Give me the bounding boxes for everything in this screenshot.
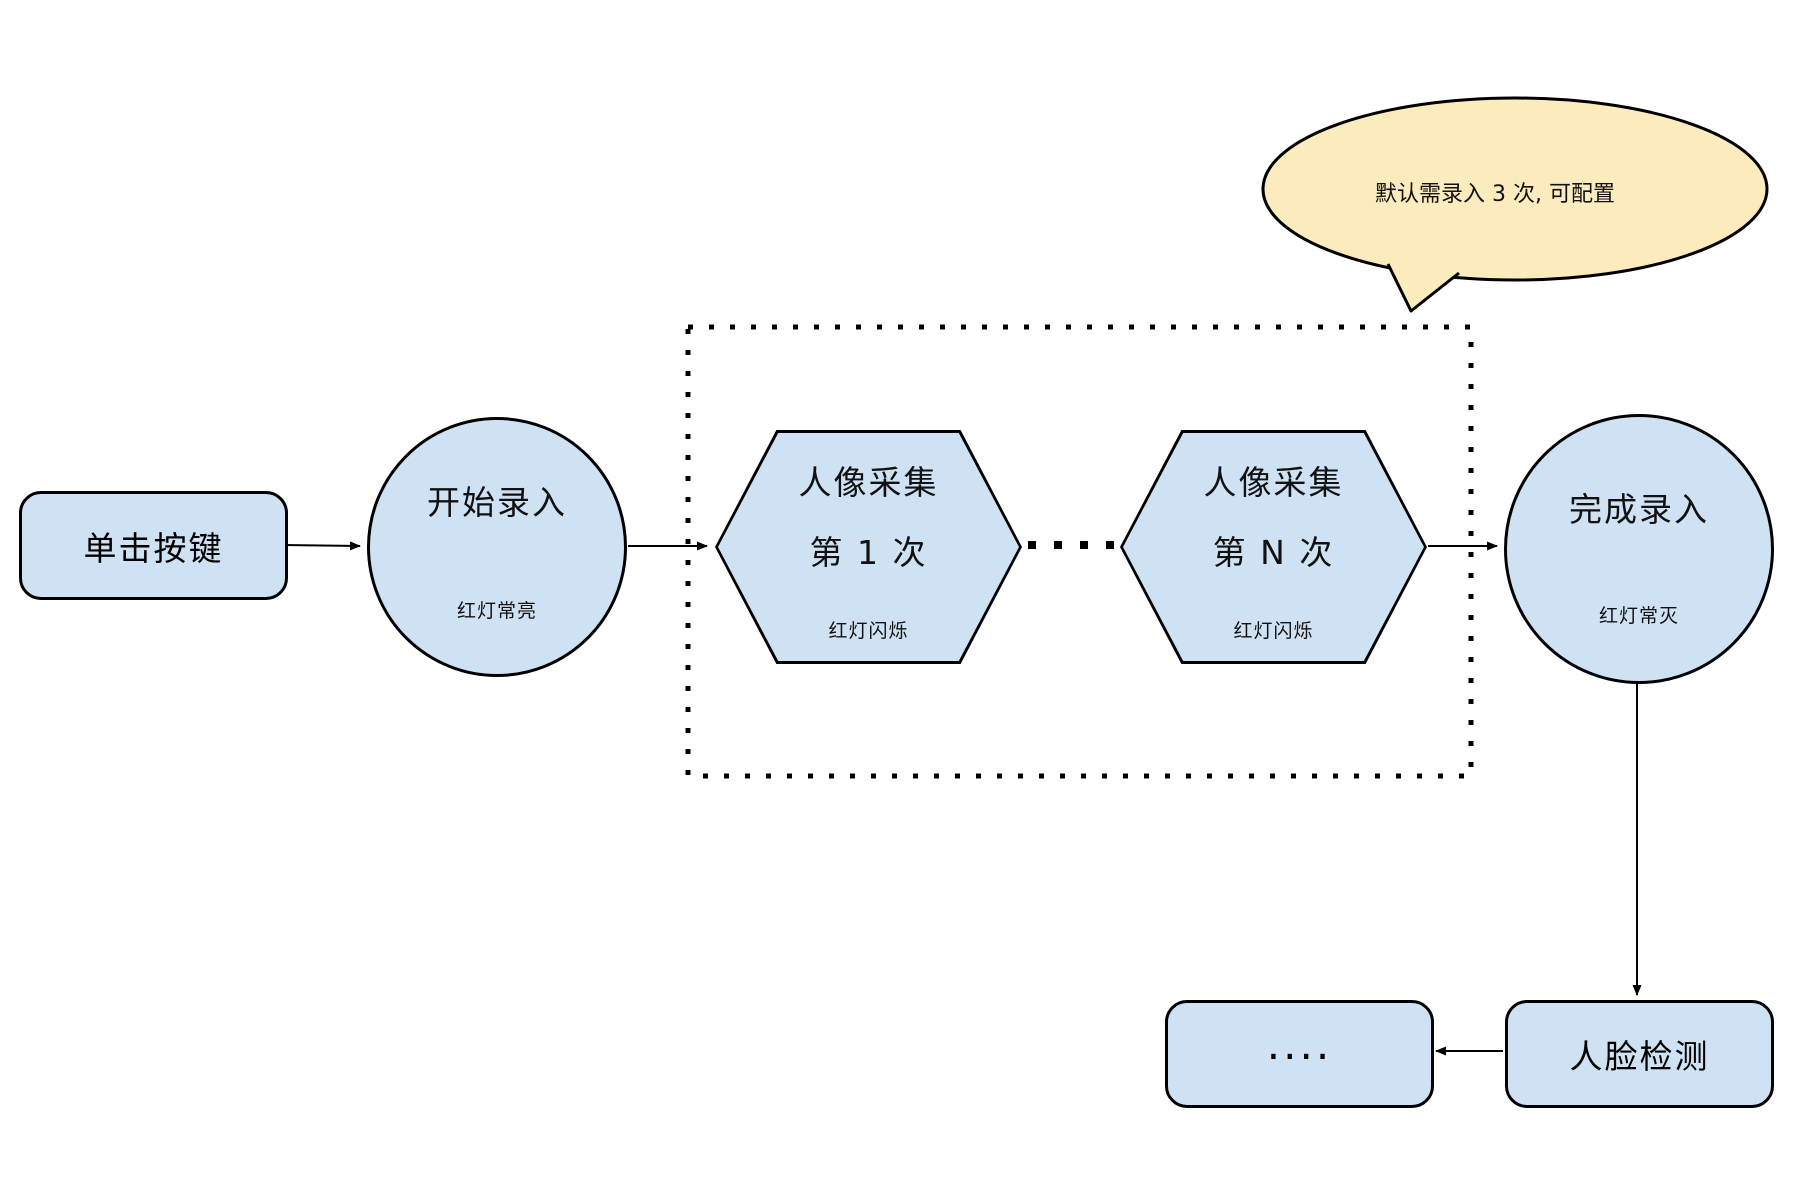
- callout-text: 默认需录入 3 次, 可配置: [1375, 182, 1615, 207]
- node-start-enroll: 开始录入 红灯常亮: [367, 417, 627, 677]
- node-finish-enroll-sublabel: 红灯常灭: [1598, 605, 1679, 627]
- node-click-button: 单击按键: [19, 491, 288, 600]
- node-face-detect-label: 人脸检测: [1569, 1037, 1710, 1076]
- callout-bubble: [1261, 96, 1769, 282]
- node-capture-nth-count: 第 N 次: [1212, 533, 1335, 572]
- hexagon-ellipsis-dots: [1028, 541, 1114, 549]
- node-capture-first-label: 人像采集: [798, 463, 939, 502]
- node-more-steps-label: ....: [1266, 1019, 1333, 1069]
- node-face-detect: 人脸检测: [1505, 1000, 1774, 1108]
- node-more-steps: ....: [1165, 1000, 1434, 1108]
- node-finish-enroll: 完成录入 红灯常灭: [1504, 414, 1774, 684]
- arrow-click-to-start: [282, 541, 361, 551]
- node-capture-nth-fill: [1123, 433, 1424, 661]
- node-start-enroll-label: 开始录入: [427, 483, 567, 522]
- node-capture-nth-label: 人像采集: [1203, 463, 1344, 502]
- node-capture-first-count: 第 1 次: [809, 533, 928, 572]
- node-capture-nth-sublabel: 红灯闪烁: [1233, 620, 1314, 642]
- node-click-button-label: 单击按键: [83, 528, 224, 568]
- callout-tail: [1386, 263, 1460, 313]
- node-capture-first-fill: [718, 433, 1019, 661]
- node-capture-first-sublabel: 红灯闪烁: [828, 620, 909, 642]
- node-capture-nth: 人像采集 第 N 次 红灯闪烁: [1120, 430, 1427, 664]
- node-finish-enroll-label: 完成录入: [1569, 490, 1709, 529]
- node-start-enroll-sublabel: 红灯常亮: [456, 600, 537, 622]
- node-capture-first: 人像采集 第 1 次 红灯闪烁: [715, 430, 1022, 664]
